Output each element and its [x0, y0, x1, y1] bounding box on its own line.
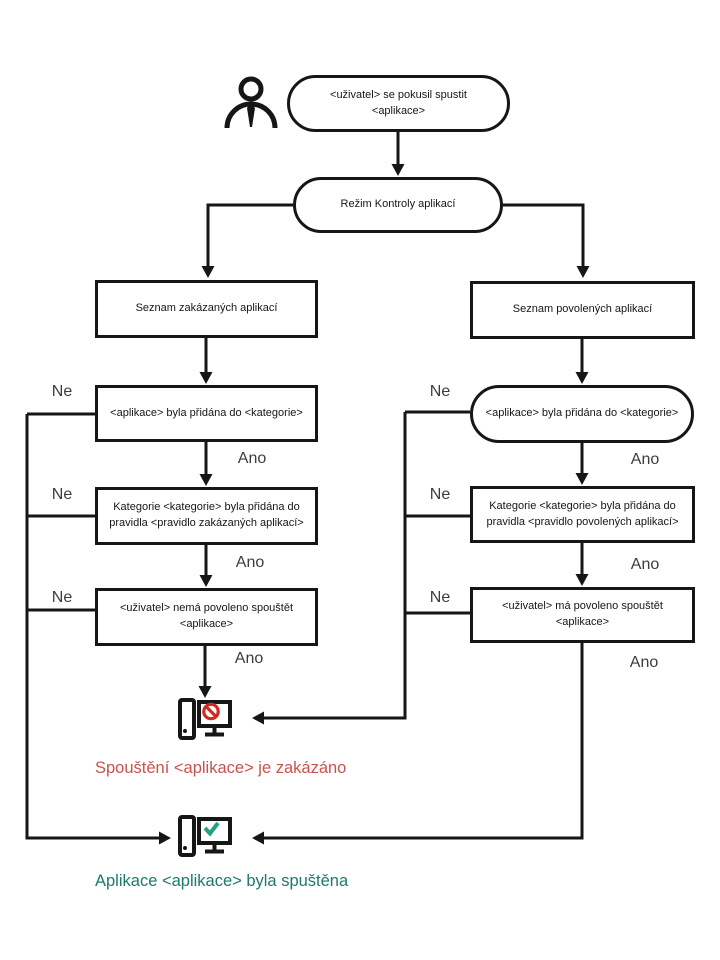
- node-allowlist-label: Seznam povolených aplikací: [512, 303, 653, 316]
- branch-label-no: Ne: [429, 383, 451, 400]
- computer-allowed-icon: [178, 815, 232, 857]
- node-deny-user-check: <uživatel> nemá povoleno spouštět <aplik…: [95, 588, 318, 646]
- check-mark-icon: [203, 821, 220, 837]
- node-deny-category-check: <aplikace> byla přidána do <kategorie>: [95, 385, 318, 442]
- branch-label-yes: Ano: [235, 554, 265, 571]
- node-allow-rule-check-label: Kategorie <kategorie> byla přidána do pr…: [486, 499, 679, 528]
- node-deny-rule-check-label: Kategorie <kategorie> byla přidána do pr…: [109, 501, 304, 529]
- allowed-outcome-text: Aplikace <aplikace> byla spuštěna: [95, 872, 349, 890]
- node-deny-user-check-label: <uživatel> nemá povoleno spouštět <aplik…: [119, 602, 294, 630]
- node-allow-category-check: <aplikace> byla přidána do <kategorie>: [470, 385, 694, 443]
- blocked-outcome-text: Spouštění <aplikace> je zakázáno: [95, 759, 347, 777]
- node-user-attempt: <uživatel> se pokusil spustit <aplikace>: [287, 75, 510, 132]
- branch-label-yes: Ano: [630, 451, 660, 468]
- node-deny-category-check-label: <aplikace> byla přidána do <kategorie>: [110, 406, 303, 419]
- branch-label-yes: Ano: [237, 450, 267, 467]
- node-control-mode: Režim Kontroly aplikací: [293, 177, 503, 233]
- node-deny-rule-check: Kategorie <kategorie> byla přidána do pr…: [95, 487, 318, 545]
- branch-label-no: Ne: [51, 589, 73, 606]
- computer-blocked-icon: [178, 698, 232, 740]
- person-icon: [224, 76, 278, 129]
- branch-label-yes: Ano: [629, 654, 659, 671]
- node-allow-rule-check: Kategorie <kategorie> byla přidána do pr…: [470, 486, 695, 543]
- node-allow-user-check: <uživatel> má povoleno spouštět <aplikac…: [470, 587, 695, 643]
- branch-label-yes: Ano: [630, 556, 660, 573]
- branch-label-yes: Ano: [234, 650, 264, 667]
- node-allow-user-check-label: <uživatel> má povoleno spouštět <aplikac…: [502, 600, 663, 628]
- node-denylist-label: Seznam zakázaných aplikací: [135, 302, 278, 315]
- branch-label-no: Ne: [51, 383, 73, 400]
- branch-label-no: Ne: [429, 589, 451, 606]
- node-allowlist: Seznam povolených aplikací: [470, 281, 695, 339]
- node-user-attempt-label: <uživatel> se pokusil spustit <aplikace>: [330, 88, 467, 117]
- branch-label-no: Ne: [429, 486, 451, 503]
- branch-label-no: Ne: [51, 486, 73, 503]
- prohibition-icon: [202, 702, 220, 721]
- node-denylist: Seznam zakázaných aplikací: [95, 280, 318, 338]
- node-allow-category-check-label: <aplikace> byla přidána do <kategorie>: [485, 407, 679, 420]
- node-control-mode-label: Režim Kontroly aplikací: [340, 198, 456, 211]
